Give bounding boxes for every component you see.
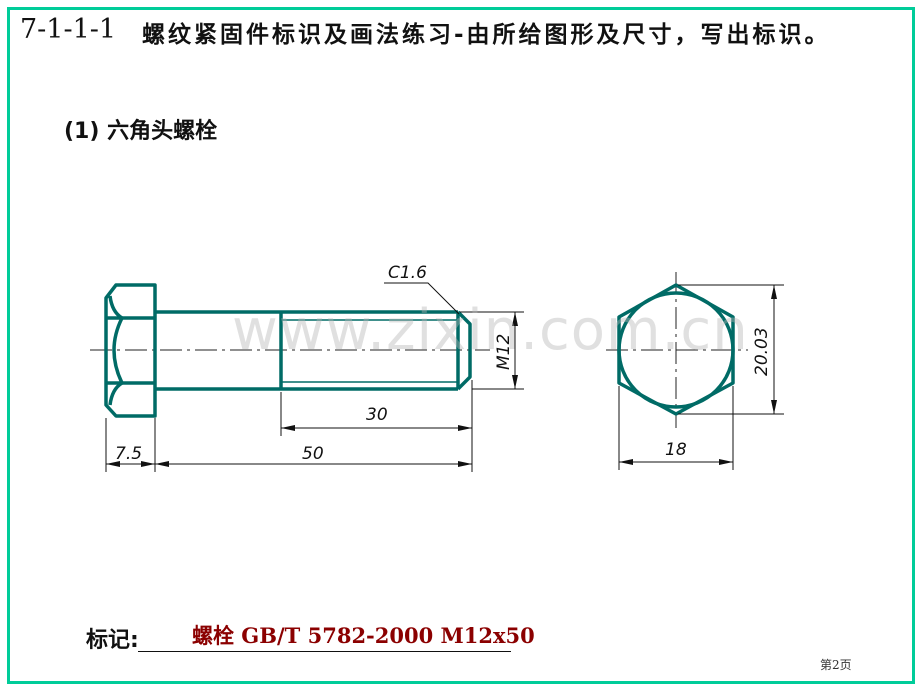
dim-head-height: 7.5 bbox=[115, 444, 142, 464]
dim-across-flats: 18 bbox=[665, 440, 687, 460]
dim-chamfer: C1.6 bbox=[388, 263, 427, 283]
bolt-side-view bbox=[104, 283, 472, 418]
section-subtitle: (1) 六角头螺栓 bbox=[64, 119, 218, 144]
hex-head-end-view bbox=[617, 283, 735, 416]
marking-underline bbox=[138, 651, 511, 652]
dim-thread-diameter: M12 bbox=[494, 334, 514, 370]
dim-thread-length: 30 bbox=[366, 405, 388, 425]
dim-bolt-length: 50 bbox=[302, 444, 324, 464]
dim-across-corners: 20.03 bbox=[752, 327, 772, 376]
center-lines bbox=[90, 272, 748, 428]
page-title: 螺纹紧固件标识及画法练习-由所给图形及尺寸，写出标识。 bbox=[142, 22, 831, 48]
page-number: 第2页 bbox=[820, 658, 852, 672]
side-view-dimensions bbox=[105, 282, 524, 472]
thread-minor-lines bbox=[281, 319, 458, 383]
marking-value: 螺栓 GB/T 5782-2000 M12x50 bbox=[192, 623, 535, 648]
marking-label: 标记: bbox=[86, 628, 139, 653]
end-view-dimensions bbox=[618, 284, 784, 470]
slide-border bbox=[7, 7, 915, 684]
title-number: 7-1-1-1 bbox=[20, 14, 117, 45]
